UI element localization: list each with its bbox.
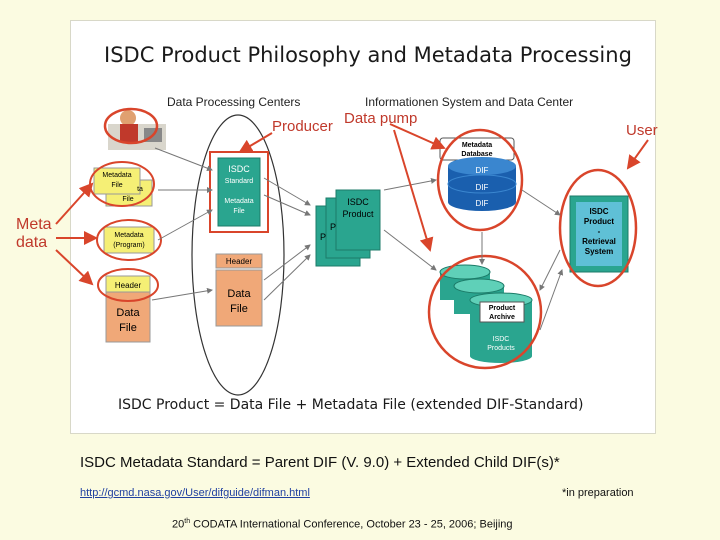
svg-text:ISDC: ISDC	[228, 164, 250, 174]
svg-text:ta: ta	[137, 186, 143, 193]
svg-text:-: -	[598, 227, 601, 236]
product-archive-icon: Product Archive ISDC Products	[427, 254, 543, 370]
svg-text:Data: Data	[116, 307, 140, 319]
svg-text:Archive: Archive	[489, 314, 515, 321]
metadata-database-icon: Metadata Database DIF DIF DIF	[436, 128, 524, 232]
flow-arrows	[151, 147, 564, 331]
svg-text:ISDC: ISDC	[493, 336, 510, 343]
label-pointer-arrows	[55, 123, 649, 286]
svg-text:DIF: DIF	[476, 199, 489, 208]
svg-text:P: P	[330, 222, 336, 232]
svg-text:Metadata: Metadata	[224, 198, 253, 205]
conference-footer: 20th CODATA International Conference, Oc…	[172, 518, 513, 531]
svg-text:Header: Header	[115, 281, 142, 290]
footer-text: CODATA International Conference, October…	[190, 518, 513, 531]
svg-text:Product: Product	[584, 217, 615, 226]
svg-text:P: P	[320, 232, 326, 242]
svg-text:File: File	[122, 196, 133, 203]
metadata-program-box: Metadata (Program)	[96, 219, 162, 261]
svg-text:Metadata: Metadata	[114, 232, 143, 239]
svg-text:Retrieval: Retrieval	[582, 237, 616, 246]
user-label: User	[626, 122, 658, 139]
producer-label: Producer	[272, 118, 333, 135]
metadata-file-stack: Metadata File ta File	[89, 161, 155, 207]
svg-text:File: File	[111, 182, 122, 189]
svg-text:Metadata: Metadata	[102, 172, 131, 179]
diagram-title: ISDC Product Philosophy and Metadata Pro…	[104, 43, 632, 67]
metadata-standard-caption: ISDC Metadata Standard = Parent DIF (V. …	[80, 454, 560, 471]
svg-text:Products: Products	[487, 345, 515, 352]
preparation-note: *in preparation	[562, 487, 634, 499]
svg-text:Metadata: Metadata	[462, 142, 492, 149]
isdc-product-stack: ISDC Product P P	[315, 189, 381, 267]
svg-text:Product: Product	[342, 209, 374, 219]
svg-text:DIF: DIF	[476, 183, 489, 192]
svg-text:Product: Product	[489, 305, 516, 312]
svg-text:Database: Database	[461, 151, 492, 158]
svg-text:ISDC: ISDC	[589, 207, 608, 216]
svg-text:File: File	[233, 208, 244, 215]
svg-text:(Program): (Program)	[113, 242, 145, 249]
header-data-processing-centers: Data Processing Centers	[167, 95, 301, 109]
processing-ellipse	[191, 114, 285, 396]
meta-label-line2: data	[16, 234, 48, 251]
svg-text:File: File	[230, 303, 248, 315]
svg-text:System: System	[585, 247, 613, 256]
center-data-file-card: Header Data File	[215, 253, 263, 327]
header-information-system: Informationen System and Data Center	[365, 95, 574, 109]
svg-text:Standard: Standard	[225, 178, 254, 185]
svg-text:Data: Data	[227, 288, 251, 300]
formula-text: ISDC Product = Data File + Metadata File…	[118, 397, 584, 413]
svg-text:Header: Header	[226, 257, 253, 266]
svg-text:ISDC: ISDC	[347, 197, 369, 207]
meta-label-line1: Meta	[16, 216, 52, 233]
difman-link[interactable]: http://gcmd.nasa.gov/User/difguide/difma…	[80, 487, 310, 499]
svg-text:DIF: DIF	[476, 166, 489, 175]
data-pump-label: Data pump	[344, 110, 418, 127]
producer-person-icon	[103, 107, 166, 150]
isdc-standard-card: ISDC Standard Metadata File	[209, 151, 269, 233]
retrieval-system-box: ISDC Product - Retrieval System	[558, 168, 638, 288]
svg-text:File: File	[119, 322, 137, 334]
footer-number: 20	[172, 518, 185, 531]
footer-ordinal: th	[184, 518, 191, 525]
left-data-file-card: Header Data File	[97, 268, 159, 343]
